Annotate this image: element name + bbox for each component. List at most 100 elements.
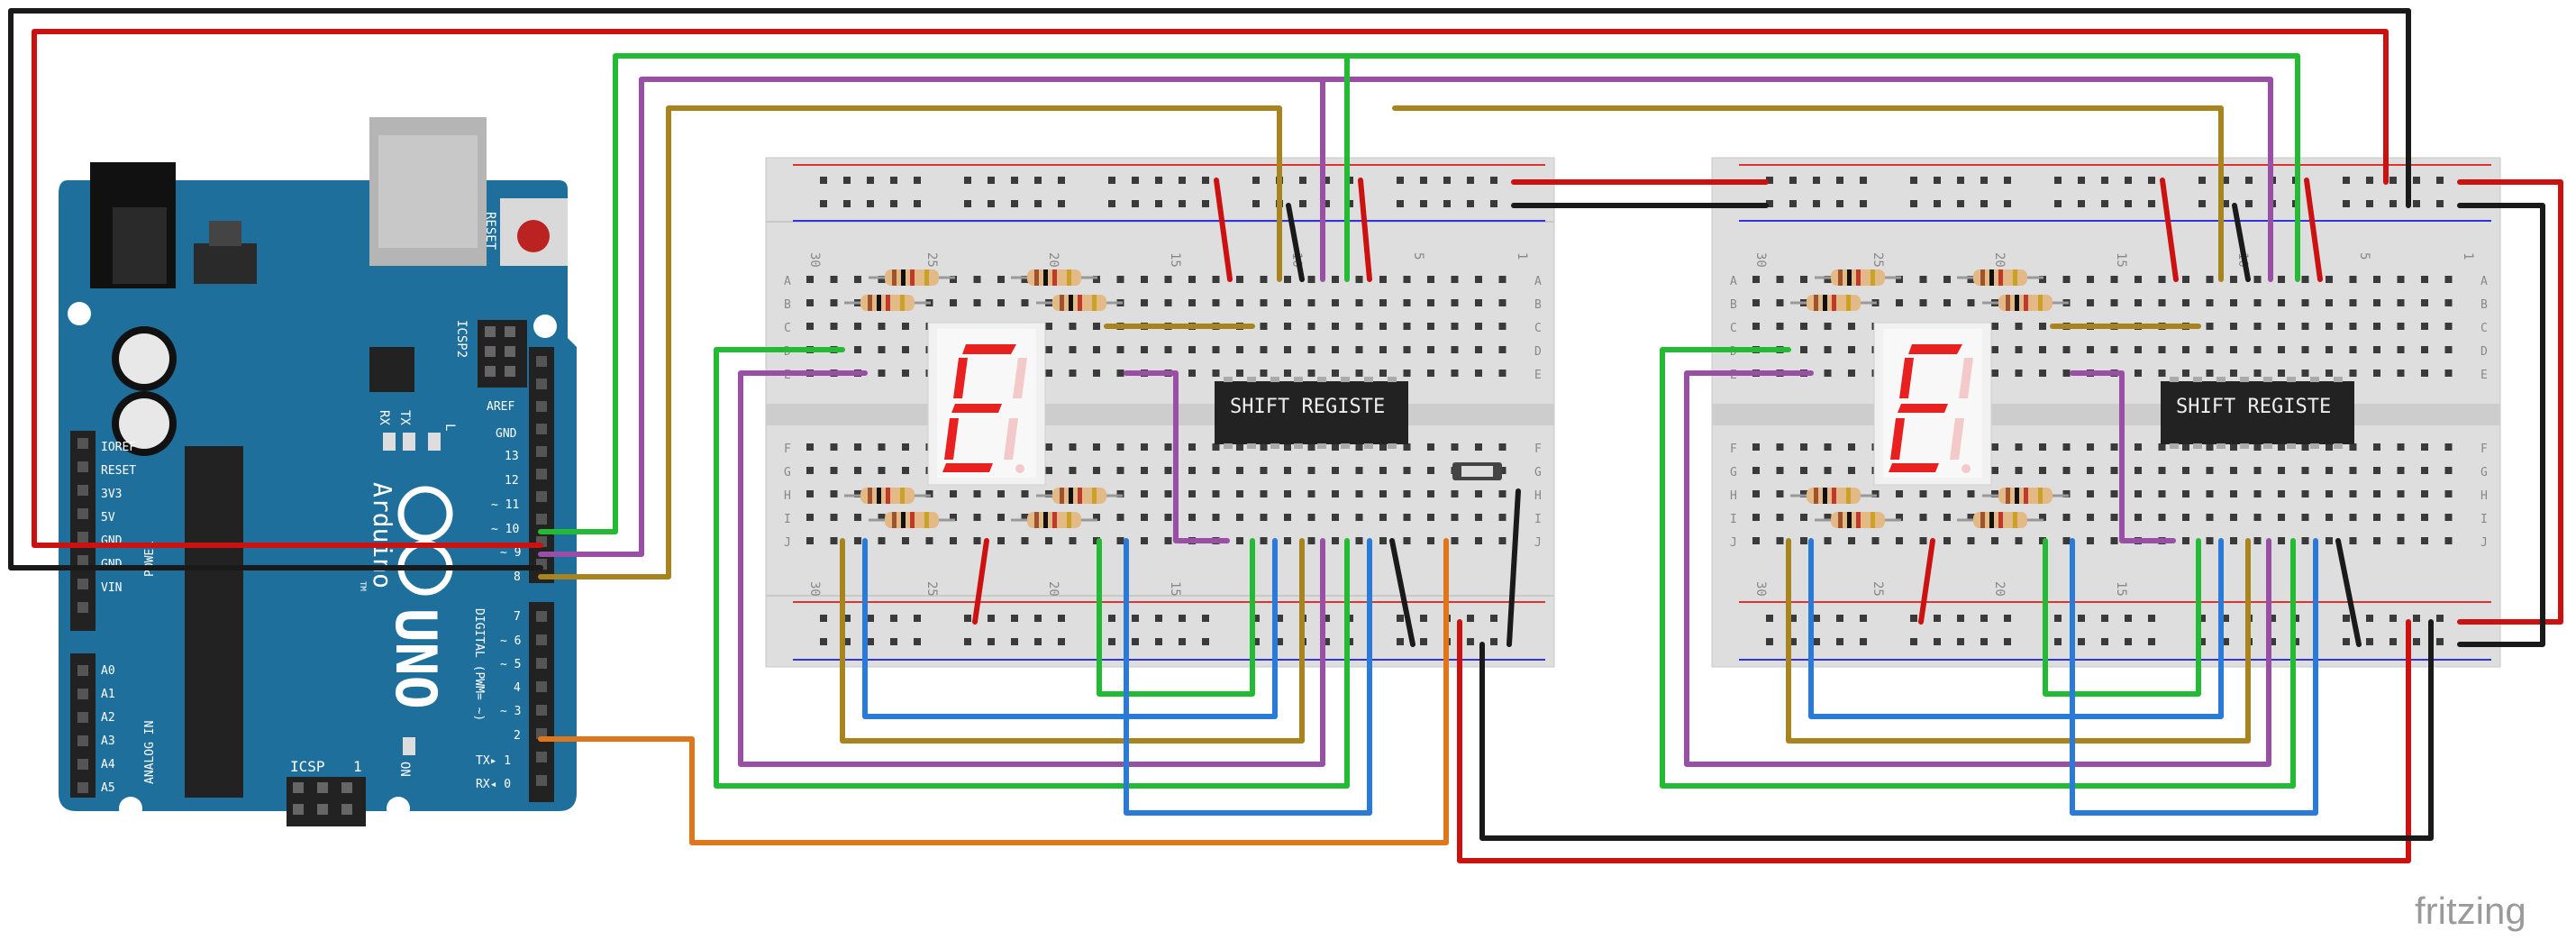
breadboard-hole[interactable] [878,370,886,377]
breadboard-hole[interactable] [854,467,861,474]
breadboard-hole[interactable] [1155,200,1162,207]
breadboard-hole[interactable] [2206,346,2214,353]
purple-wire[interactable] [1684,370,2271,767]
breadboard-hole[interactable] [2301,370,2309,377]
brown-wire[interactable] [1786,538,2251,744]
breadboard-hole[interactable] [2054,638,2062,645]
black-wire[interactable] [1479,619,2434,841]
breadboard-hole[interactable] [2110,346,2118,353]
breadboard-hole[interactable] [2078,638,2085,645]
breadboard-hole[interactable] [1943,537,1951,544]
breadboard-hole[interactable] [1307,514,1315,521]
breadboard-hole[interactable] [1403,276,1411,283]
breadboard-hole[interactable] [1934,615,1941,622]
breadboard-hole[interactable] [1910,638,1917,645]
breadboard-hole[interactable] [2349,346,2357,353]
breadboard-hole[interactable] [1332,467,1339,474]
breadboard-hole[interactable] [1141,299,1148,306]
breadboard-hole[interactable] [2349,514,2357,521]
breadboard-hole[interactable] [2349,443,2357,451]
breadboard-hole[interactable] [1021,537,1029,544]
breadboard-hole[interactable] [2110,276,2118,283]
breadboard-hole[interactable] [1800,467,1807,474]
breadboard-hole[interactable] [1475,299,1482,306]
breadboard-hole[interactable] [2253,370,2262,377]
breadboard-hole[interactable] [1307,276,1315,283]
breadboard-hole[interactable] [1980,200,1988,207]
breadboard-hole[interactable] [1284,323,1291,330]
breadboard-hole[interactable] [2182,346,2189,353]
breadboard-hole[interactable] [2349,370,2357,377]
breadboard-hole[interactable] [2278,467,2285,474]
breadboard-hole[interactable] [1034,177,1042,184]
breadboard-hole[interactable] [1332,276,1339,283]
breadboard-hole[interactable] [1011,638,1018,645]
breadboard-hole[interactable] [1420,177,1427,184]
breadboard-hole[interactable] [2301,276,2309,283]
breadboard-hole[interactable] [1155,615,1162,622]
breadboard-hole[interactable] [2366,177,2373,184]
breadboard-hole[interactable] [2206,490,2214,497]
breadboard-hole[interactable] [1910,615,1917,622]
breadboard-hole[interactable] [1943,276,1951,283]
breadboard-hole[interactable] [1164,467,1172,474]
breadboard-hole[interactable] [2253,537,2262,544]
breadboard-hole[interactable] [2206,514,2214,521]
breadboard-hole[interactable] [2062,346,2071,353]
breadboard-hole[interactable] [964,177,971,184]
breadboard-hole[interactable] [2078,177,2085,184]
breadboard-hole[interactable] [2039,370,2046,377]
breadboard-hole[interactable] [1379,299,1387,306]
breadboard-hole[interactable] [2135,443,2142,451]
breadboard-hole[interactable] [2182,537,2189,544]
breadboard-hole[interactable] [1188,467,1196,474]
breadboard-hole[interactable] [878,276,886,283]
brown-wire[interactable] [840,538,1305,744]
breadboard-hole[interactable] [2326,346,2333,353]
breadboard-hole[interactable] [2444,276,2453,283]
breadboard-hole[interactable] [2326,276,2333,283]
breadboard-hole[interactable] [1093,514,1100,521]
breadboard-hole[interactable] [1403,299,1411,306]
breadboard-hole[interactable] [1397,177,1404,184]
breadboard-hole[interactable] [1260,370,1268,377]
breadboard-hole[interactable] [1467,615,1474,622]
breadboard-hole[interactable] [2110,299,2118,306]
breadboard-hole[interactable] [1284,276,1291,283]
breadboard-hole[interactable] [1824,346,1832,353]
breadboard-hole[interactable] [806,323,814,330]
breadboard-hole[interactable] [1252,177,1260,184]
breadboard-hole[interactable] [1132,177,1139,184]
breadboard-hole[interactable] [1752,299,1760,306]
red-wire[interactable] [1214,178,1233,282]
breadboard-hole[interactable] [1800,490,1807,497]
breadboard-hole[interactable] [1260,323,1268,330]
breadboard-hole[interactable] [1789,200,1797,207]
purple-wire[interactable] [1320,77,2273,282]
breadboard-hole[interactable] [1034,615,1042,622]
breadboard-hole[interactable] [1752,276,1760,283]
breadboard-hole[interactable] [2039,467,2046,474]
breadboard-hole[interactable] [2015,443,2023,451]
breadboard-hole[interactable] [2373,346,2380,353]
breadboard-hole[interactable] [1141,537,1148,544]
breadboard-hole[interactable] [2158,276,2166,283]
breadboard-hole[interactable] [1164,490,1172,497]
breadboard-hole[interactable] [950,514,957,521]
breadboard-hole[interactable] [2397,490,2405,497]
breadboard-hole[interactable] [2253,323,2262,330]
breadboard-hole[interactable] [2326,323,2333,330]
breadboard-hole[interactable] [806,514,814,521]
breadboard-hole[interactable] [997,299,1005,306]
breadboard-hole[interactable] [1323,200,1330,207]
breadboard-hole[interactable] [2087,490,2094,497]
breadboard-hole[interactable] [2222,638,2229,645]
breadboard-hole[interactable] [1451,276,1459,283]
blue-wire[interactable] [2070,538,2318,816]
breadboard-hole[interactable] [2373,276,2380,283]
breadboard-hole[interactable] [2015,370,2023,377]
breadboard-hole[interactable] [1860,638,1867,645]
breadboard-hole[interactable] [2366,200,2373,207]
breadboard-hole[interactable] [2148,615,2155,622]
breadboard-hole[interactable] [1896,276,1903,283]
